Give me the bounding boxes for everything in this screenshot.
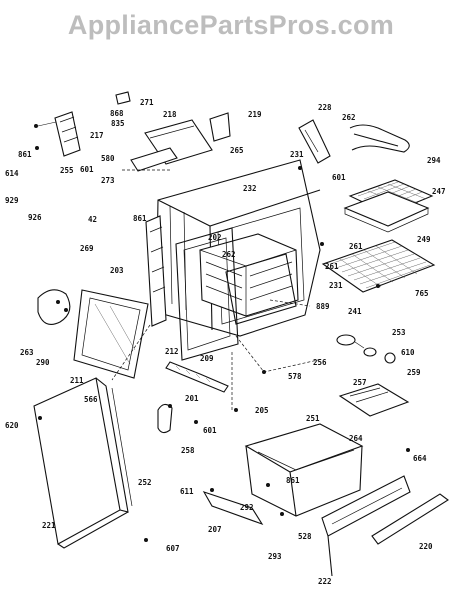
part-callout-205: 205 [255,406,269,415]
part-callout-42: 42 [88,215,97,224]
part-callout-664: 664 [413,454,427,463]
part-callout-201: 201 [185,394,199,403]
part-callout-231: 231 [290,150,304,159]
part-callout-203: 203 [110,266,124,275]
part-callout-255: 255 [60,166,74,175]
vent-strip-209 [165,361,229,393]
part-callout-251: 251 [306,414,320,423]
part-callout-258: 258 [181,446,195,455]
drawer-slide-207 [202,488,264,526]
igniter-assembly-256 [336,334,396,364]
part-callout-271: 271 [140,98,154,107]
part-callout-765: 765 [415,289,429,298]
part-callout-252: 252 [138,478,152,487]
part-callout-620: 620 [5,421,19,430]
part-callout-926: 926 [28,213,42,222]
part-callout-207: 207 [208,525,222,534]
part-callout-231: 231 [329,281,343,290]
back-rail-218 [130,119,213,172]
part-callout-249: 249 [417,235,431,244]
part-callout-211: 211 [70,376,84,385]
part-callout-566: 566 [84,395,98,404]
part-callout-607: 607 [166,544,180,553]
part-callout-259: 259 [407,368,421,377]
side-frame-203 [145,215,167,327]
part-callout-269: 269 [80,244,94,253]
part-callout-929: 929 [5,196,19,205]
bake-element-262 [349,124,410,153]
bracket-219 [209,112,231,142]
part-callout-610: 610 [401,348,415,357]
part-callout-220: 220 [419,542,433,551]
part-callout-264: 264 [349,434,363,443]
part-callout-861: 861 [133,214,147,223]
broil-element-251 [338,383,410,417]
part-callout-232: 232 [243,184,257,193]
part-callout-294: 294 [427,156,441,165]
assembly-leader-lines [111,169,319,410]
part-callout-861: 861 [18,150,32,159]
part-callout-262: 262 [222,250,236,259]
part-callout-247: 247 [432,187,446,196]
part-callout-601: 601 [203,426,217,435]
drawer-front-222 [321,475,411,577]
part-callout-861: 861 [286,476,300,485]
kick-panel-220 [371,493,449,545]
part-callout-835: 835 [111,119,125,128]
part-callout-261: 261 [325,262,339,271]
part-callout-578: 578 [288,372,302,381]
side-vent-panel-217 [34,111,81,157]
part-callout-614: 614 [5,169,19,178]
storage-drawer-264 [244,423,364,517]
watermark: AppliancePartsPros.com [67,10,395,40]
hinge-201 [157,403,173,434]
part-callout-292: 292 [240,503,254,512]
part-callout-256: 256 [313,358,327,367]
part-callout-528: 528 [298,532,312,541]
oven-liner-202 [199,233,299,317]
part-callout-202: 202 [208,233,222,242]
part-callout-293: 293 [268,552,282,561]
part-callout-221: 221 [42,521,56,530]
part-callout-217: 217 [90,131,104,140]
oven-rack-241 [321,239,436,293]
part-callout-209: 209 [200,354,214,363]
outer-door-221 [33,377,133,549]
callout-labels: 271 868 218 219 228 262 861 217 835 580 265 231 294 6… [5,98,446,586]
door-frame-212 [175,227,297,361]
part-callout-253: 253 [392,328,406,337]
bracket-271 [115,91,131,105]
part-callout-228: 228 [318,103,332,112]
bottom-panel-211 [73,289,149,379]
part-callout-212: 212 [165,347,179,356]
part-callout-889: 889 [316,302,330,311]
part-callout-222: 222 [318,577,332,586]
handle-228 [298,119,331,164]
part-callout-261: 261 [349,242,363,251]
wire-harness-263 [37,289,71,325]
screw-markers [35,146,410,542]
part-callout-219: 219 [248,110,262,119]
part-callout-868: 868 [110,109,124,118]
part-callout-611: 611 [180,487,194,496]
part-callout-601: 601 [332,173,346,182]
part-callout-257: 257 [353,378,367,387]
part-callout-218: 218 [163,110,177,119]
part-callout-263: 263 [20,348,34,357]
part-callout-241: 241 [348,307,362,316]
part-callout-273: 273 [101,176,115,185]
part-callout-290: 290 [36,358,50,367]
part-callout-580: 580 [101,154,115,163]
part-callout-265: 265 [230,146,244,155]
part-callout-601: 601 [80,165,94,174]
broiler-pan-247 [343,179,434,233]
part-callout-262: 262 [342,113,356,122]
